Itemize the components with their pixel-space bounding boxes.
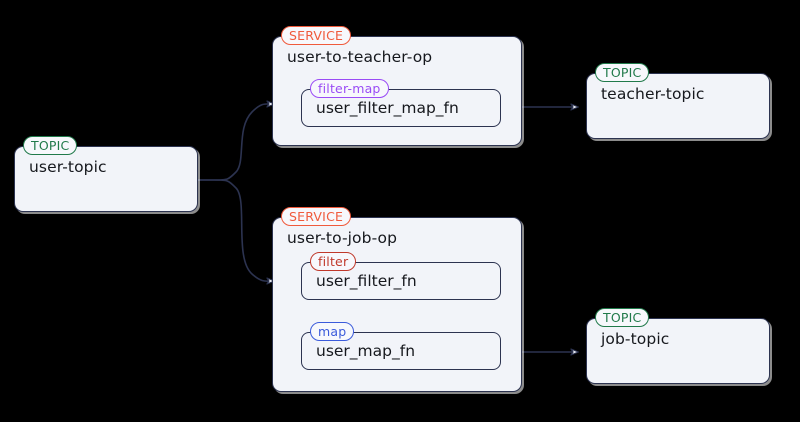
node-title-user-topic: user-topic — [29, 158, 107, 176]
edge-user-topic-to-job-op — [198, 179, 274, 281]
node-title-teacher-topic: teacher-topic — [601, 85, 705, 103]
node-user-to-teacher-op[interactable]: SERVICE user-to-teacher-op filter-map us… — [272, 26, 522, 146]
node-operator-filter[interactable]: filter user_filter_fn — [301, 252, 501, 300]
badge-map: map — [310, 322, 355, 341]
node-title-user-to-teacher-op: user-to-teacher-op — [287, 48, 433, 66]
node-job-topic[interactable]: TOPIC job-topic — [586, 308, 770, 384]
node-operator-filter-map[interactable]: filter-map user_filter_map_fn — [301, 79, 501, 127]
badge-topic-teacher-topic: TOPIC — [595, 63, 650, 82]
node-title-user-to-job-op: user-to-job-op — [287, 229, 398, 247]
node-title-user-map-fn: user_map_fn — [316, 342, 416, 360]
badge-filter: filter — [310, 252, 357, 271]
node-user-topic[interactable]: TOPIC user-topic — [14, 136, 198, 212]
badge-service-user-to-teacher-op: SERVICE — [281, 26, 352, 45]
node-user-to-job-op[interactable]: SERVICE user-to-job-op filter user_filte… — [272, 207, 522, 392]
badge-topic-user-topic: TOPIC — [23, 136, 78, 155]
node-title-user-filter-fn: user_filter_fn — [316, 272, 417, 290]
node-teacher-topic[interactable]: TOPIC teacher-topic — [586, 63, 770, 139]
node-operator-map[interactable]: map user_map_fn — [301, 322, 501, 370]
edge-user-topic-to-teacher-op — [198, 104, 274, 181]
node-title-job-topic: job-topic — [601, 330, 670, 348]
badge-filter-map: filter-map — [310, 79, 389, 98]
node-title-user-filter-map-fn: user_filter_map_fn — [316, 99, 459, 117]
badge-service-user-to-job-op: SERVICE — [281, 207, 352, 226]
badge-topic-job-topic: TOPIC — [595, 308, 650, 327]
